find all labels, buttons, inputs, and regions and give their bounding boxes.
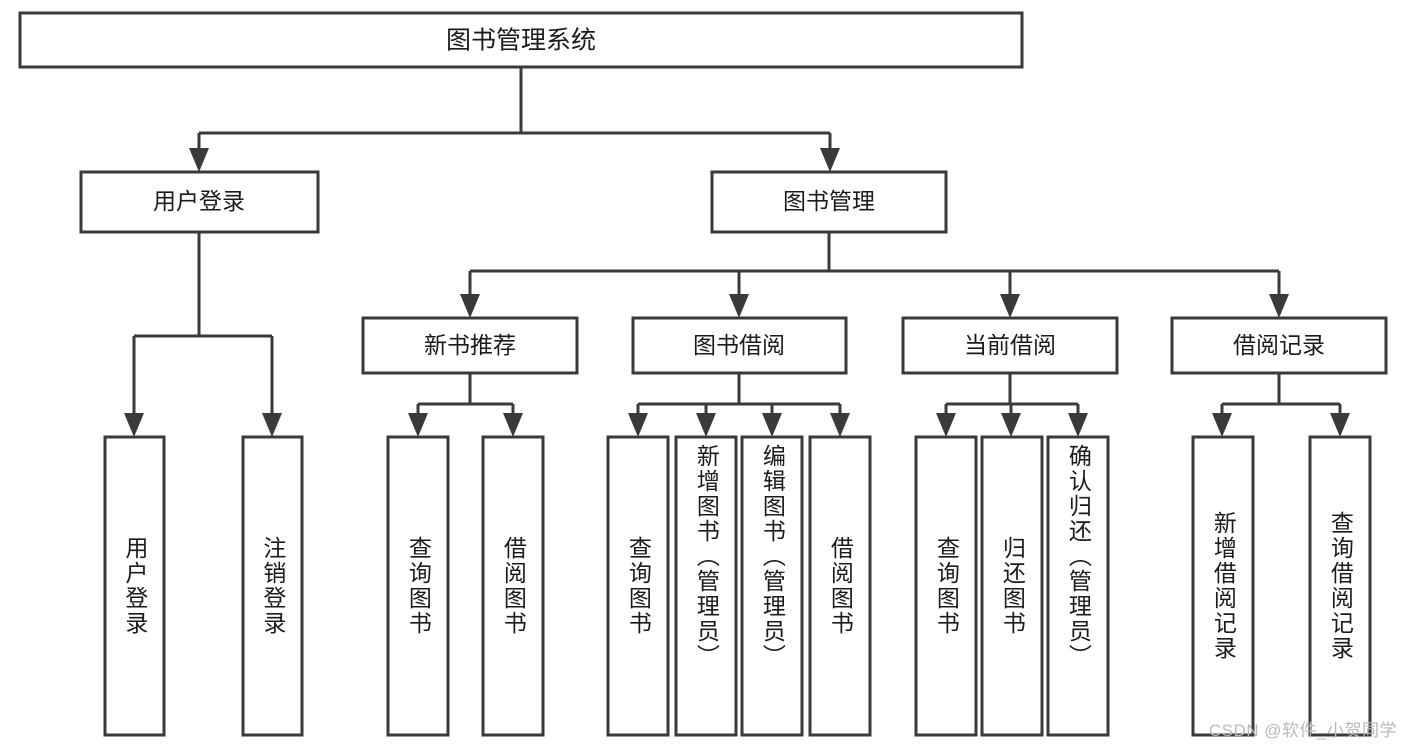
arrow-to-leaf-add-record — [1212, 413, 1232, 437]
arrow-to-book-management — [820, 148, 840, 172]
arrow-to-leaf-query-book-2 — [628, 413, 648, 437]
book-management-box-label: 图书管理 — [783, 188, 875, 214]
connector-book-borrow-to-leaves — [628, 373, 850, 437]
new-book-recommend-box-label: 新书推荐 — [424, 332, 516, 358]
node-book-borrow[interactable]: 图书借阅 — [631, 316, 848, 375]
node-user-login[interactable]: 用户登录 — [79, 170, 320, 234]
leaf-box-query-book-3[interactable] — [914, 435, 978, 737]
arrow-to-leaf-borrow-book-1 — [503, 413, 523, 437]
user-login-box-label: 用户登录 — [153, 188, 245, 214]
node-book-management[interactable]: 图书管理 — [710, 170, 948, 234]
arrow-to-leaf-query-book-1 — [408, 413, 428, 437]
current-borrow-box-label: 当前借阅 — [964, 332, 1056, 358]
book-borrow-box-label: 图书借阅 — [693, 332, 785, 358]
arrow-to-user-login — [189, 148, 209, 172]
root-box-label: 图书管理系统 — [446, 27, 596, 55]
connector-user-login-to-leaves — [124, 232, 282, 437]
arrow-to-current-borrow — [1000, 294, 1020, 318]
connector-new-book-recommend-to-leaves — [408, 373, 523, 437]
csdn-watermark: CSDN @软件_小贺同学 — [1208, 721, 1397, 740]
arrow-to-leaf-query-record — [1330, 413, 1350, 437]
arrow-to-book-borrow — [729, 294, 749, 318]
arrow-to-leaf-edit-book — [762, 413, 782, 437]
connector-borrow-record-to-leaves — [1212, 373, 1350, 437]
arrow-to-leaf-return-book — [1001, 413, 1021, 437]
node-current-borrow[interactable]: 当前借阅 — [901, 316, 1119, 375]
leaf-box-confirm-return[interactable] — [1046, 435, 1110, 737]
root-box-rect — [18, 11, 1024, 69]
leaf-box-borrow-book-2[interactable] — [808, 435, 872, 737]
leaf-box-query-record[interactable] — [1308, 435, 1372, 737]
arrow-to-borrow-record — [1269, 294, 1289, 318]
connector-root-to-level1 — [189, 67, 840, 172]
borrow-record-box-label: 借阅记录 — [1233, 332, 1325, 358]
node-new-book-recommend[interactable]: 新书推荐 — [361, 316, 579, 375]
leaf-box-borrow-book-1[interactable] — [481, 435, 545, 737]
arrow-to-leaf-borrow-book-2 — [830, 413, 850, 437]
leaf-box-logout[interactable] — [241, 435, 304, 737]
leaf-box-return-book[interactable] — [980, 435, 1044, 737]
node-borrow-record[interactable]: 借阅记录 — [1170, 316, 1388, 375]
connector-current-borrow-to-leaves — [936, 373, 1088, 437]
leaf-box-user-login[interactable] — [103, 435, 166, 737]
arrow-to-leaf-logout — [262, 413, 282, 437]
leaf-box-add-record[interactable] — [1191, 435, 1255, 737]
arrow-to-leaf-add-book — [696, 413, 716, 437]
arrow-to-leaf-query-book-3 — [936, 413, 956, 437]
current-borrow-box-rect — [901, 316, 1119, 375]
leaf-box-add-book[interactable] — [674, 435, 738, 737]
arrow-to-leaf-user-login — [124, 413, 144, 437]
leaf-box-edit-book[interactable] — [740, 435, 804, 737]
user-login-box-rect — [79, 170, 320, 234]
connector-book-management-to-level2 — [460, 232, 1289, 318]
arrow-to-new-book-recommend — [460, 294, 480, 318]
new-book-recommend-box-rect — [361, 316, 579, 375]
arrow-to-leaf-confirm-return — [1068, 413, 1088, 437]
leaf-box-query-book-2[interactable] — [606, 435, 670, 737]
leaf-box-query-book-1[interactable] — [386, 435, 450, 737]
node-root[interactable]: 图书管理系统 — [18, 11, 1024, 69]
